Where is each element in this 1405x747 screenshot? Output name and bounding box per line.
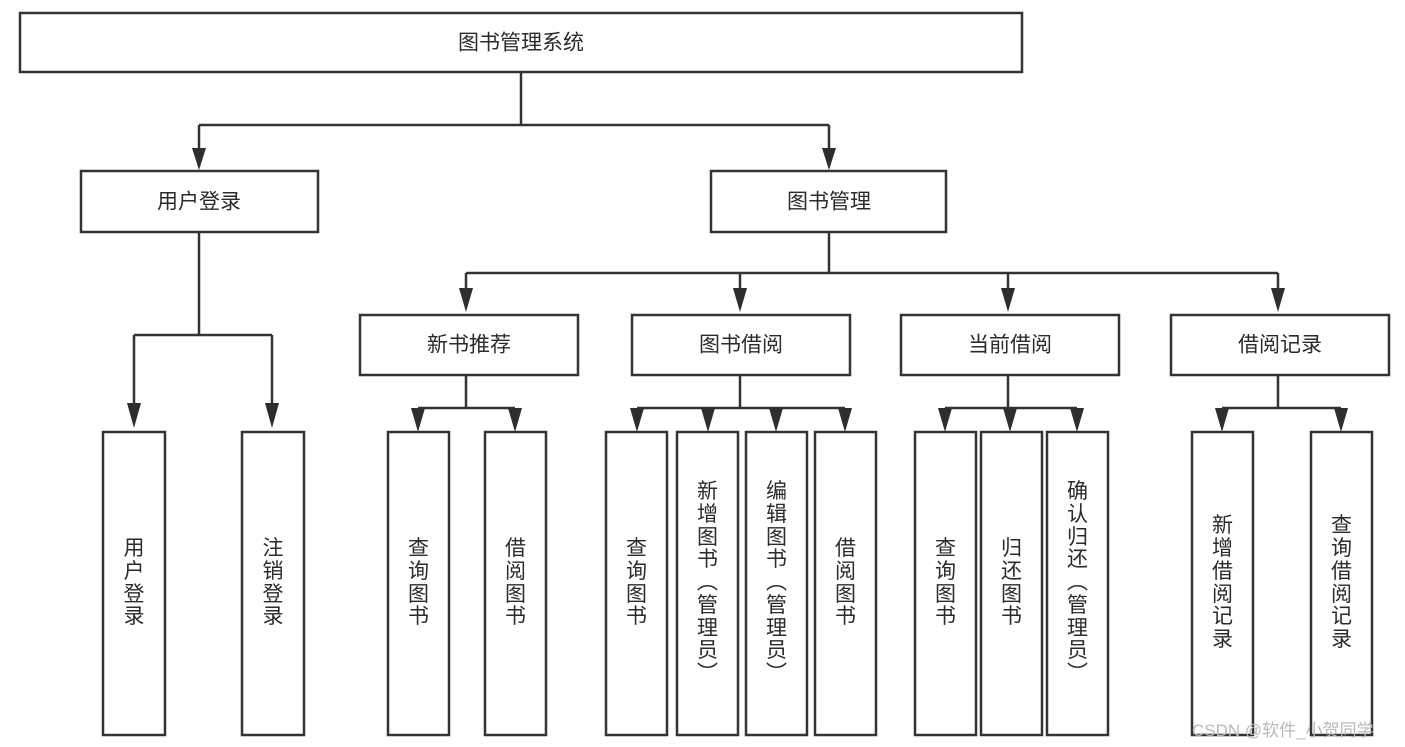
node-leaf-add-book-admin-box[interactable]	[675, 430, 740, 737]
csdn-watermark: CSDN @软件_小贺同学	[1192, 721, 1374, 740]
node-leaf-query-borrow-record-box[interactable]	[1309, 430, 1374, 737]
arrow-to-leaf-return-book	[1003, 408, 1017, 432]
arrow-to-leaf-borrow-book-1	[508, 408, 522, 432]
arrow-to-leaf-query-borrow-record	[1334, 408, 1348, 432]
node-leaf-return-book-box[interactable]	[979, 430, 1044, 737]
connector-group-user-login	[127, 232, 279, 428]
node-current-borrow-box[interactable]	[899, 313, 1121, 377]
connector-group-book-management	[459, 232, 1285, 312]
connector-group-new-book-recommend	[411, 375, 522, 432]
arrow-root-to-user-login	[192, 148, 206, 170]
connector-group-current-borrow	[938, 375, 1084, 432]
arrow-to-leaf-confirm-return-admin	[1070, 408, 1084, 432]
node-root-box[interactable]	[18, 11, 1024, 74]
node-book-management-label: 图书管理	[787, 191, 871, 214]
node-user-login-label: 用户登录	[157, 191, 241, 214]
arrow-to-leaf-logout-login	[265, 403, 279, 428]
node-new-book-recommend-label: 新书推荐	[427, 334, 511, 357]
connector-group-book-borrow	[630, 375, 852, 432]
arrow-to-borrow-record	[1271, 288, 1285, 312]
node-book-borrow-label: 图书借阅	[699, 334, 783, 357]
arrow-to-book-borrow	[733, 288, 747, 312]
node-user-login-box[interactable]	[79, 169, 320, 234]
node-leaf-borrow-book-2-box[interactable]	[813, 430, 878, 737]
connector-group-root	[192, 72, 836, 170]
node-leaf-borrow-book-1-box[interactable]	[483, 430, 548, 737]
node-borrow-record-box[interactable]	[1169, 313, 1391, 377]
node-leaf-query-book-2-box[interactable]	[604, 430, 669, 737]
node-leaf-add-borrow-record-box[interactable]	[1190, 430, 1255, 737]
node-book-management-box[interactable]	[709, 169, 948, 234]
arrow-to-current-borrow	[1001, 288, 1015, 312]
arrow-to-leaf-query-book-2	[630, 408, 644, 432]
connector-group-borrow-record	[1215, 375, 1348, 432]
arrow-to-leaf-user-login	[127, 403, 141, 428]
node-current-borrow-label: 当前借阅	[968, 334, 1052, 357]
node-leaf-edit-book-admin-box[interactable]	[744, 430, 809, 737]
arrow-to-leaf-add-borrow-record	[1215, 408, 1229, 432]
arrow-to-leaf-edit-book-admin	[769, 408, 783, 432]
arrow-to-leaf-query-book-1	[411, 408, 425, 432]
arrow-to-leaf-query-book-3	[938, 408, 952, 432]
node-root-label: 图书管理系统	[458, 32, 584, 55]
node-leaf-logout-login-box[interactable]	[240, 430, 306, 737]
node-new-book-recommend-box[interactable]	[358, 313, 580, 377]
arrow-to-leaf-add-book-admin	[701, 408, 715, 432]
node-borrow-record-label: 借阅记录	[1238, 334, 1322, 357]
node-leaf-user-login-box[interactable]	[101, 430, 167, 737]
arrow-root-to-book-management	[822, 148, 836, 170]
node-book-borrow-box[interactable]	[630, 313, 852, 377]
node-leaf-query-book-3-box[interactable]	[913, 430, 978, 737]
node-leaf-confirm-return-admin-box[interactable]	[1045, 430, 1110, 737]
arrow-to-new-book-recommend	[459, 288, 473, 312]
node-leaf-query-book-1-box[interactable]	[386, 430, 451, 737]
arrow-to-leaf-borrow-book-2	[838, 408, 852, 432]
